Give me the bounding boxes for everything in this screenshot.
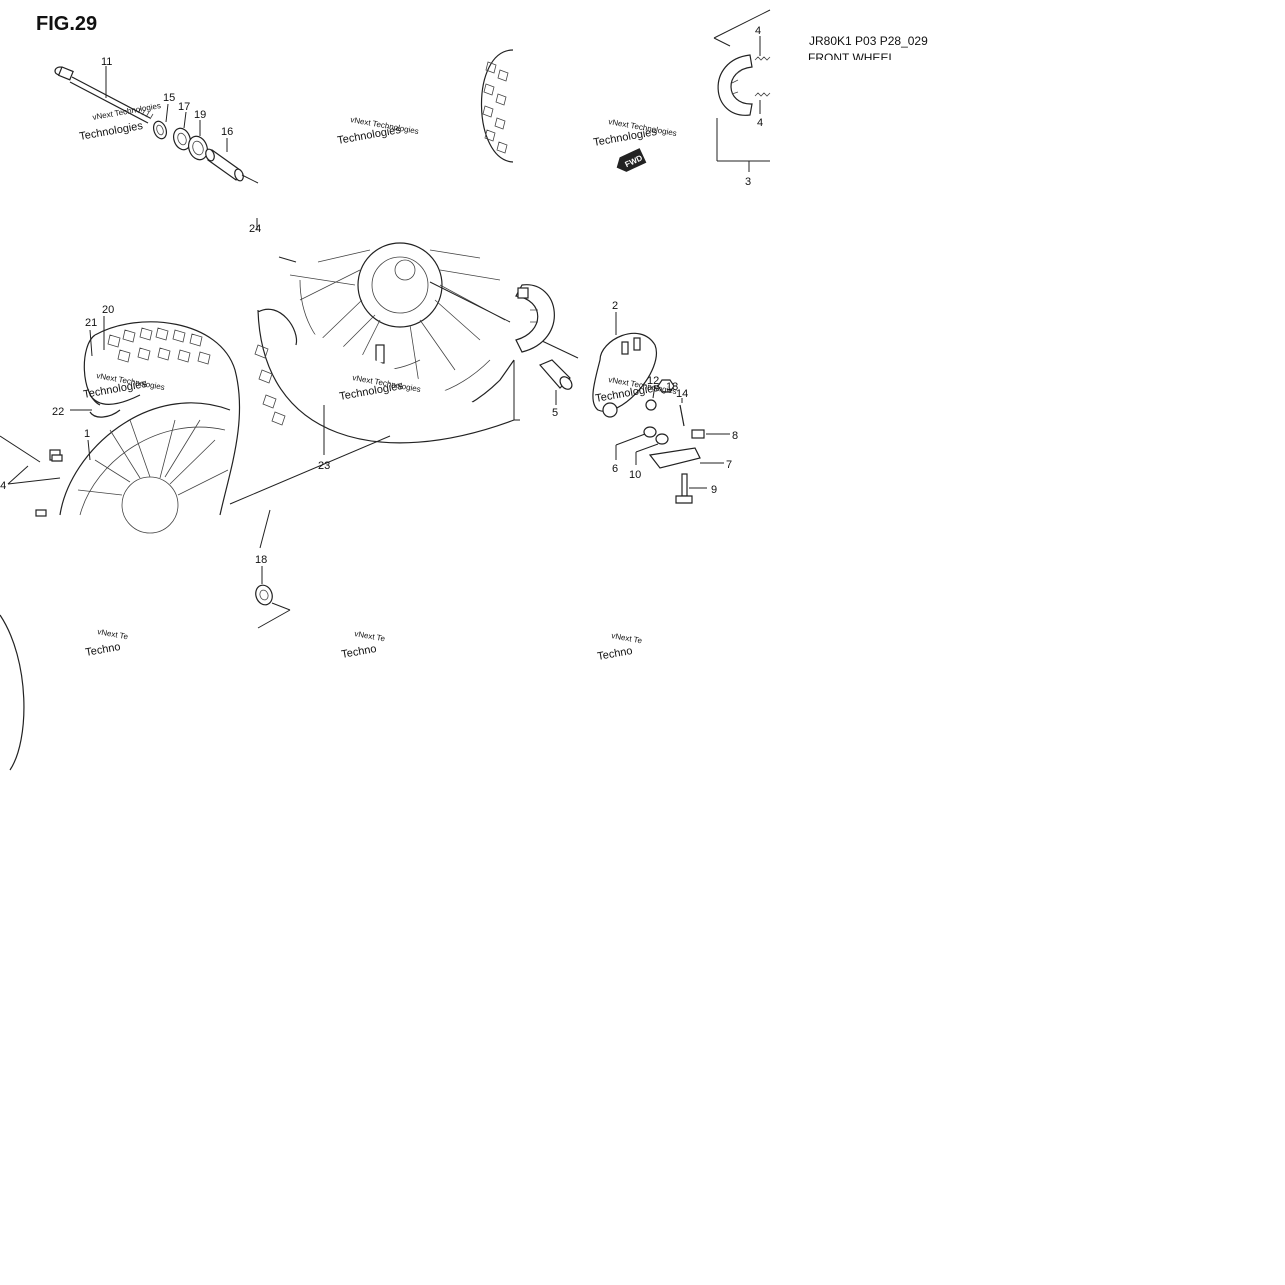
watermark-bg: Techno bbox=[340, 643, 377, 661]
bolt-illustration bbox=[675, 473, 693, 504]
clip-illustration bbox=[691, 429, 705, 439]
axle-illustration bbox=[54, 66, 154, 124]
callout-11: 11 bbox=[101, 56, 112, 68]
callout-10: 10 bbox=[629, 469, 641, 481]
callout-21: 21 bbox=[85, 317, 97, 329]
figure-caption-group: FRONT WHEEL bbox=[808, 51, 895, 65]
brake-shoe-illustration bbox=[515, 284, 555, 353]
washer-12-illustration bbox=[645, 399, 657, 411]
callout-13: 13 bbox=[666, 381, 678, 393]
callout-24-left: 24 bbox=[0, 480, 6, 492]
callout-24-top: 24 bbox=[249, 223, 261, 235]
callout-1: 1 bbox=[84, 428, 90, 440]
callout-9: 9 bbox=[711, 484, 717, 496]
callout-2: 2 bbox=[612, 300, 618, 312]
callout-19: 19 bbox=[194, 109, 206, 121]
callout-18: 18 bbox=[255, 554, 267, 566]
watermark-text: vNext Technologies bbox=[92, 101, 162, 122]
callout-12: 12 bbox=[647, 375, 659, 387]
callout-23: 23 bbox=[318, 460, 330, 472]
oil-seal-illustration bbox=[172, 127, 192, 151]
callout-3: 3 bbox=[745, 176, 751, 188]
figure-title: FIG.29 bbox=[36, 13, 97, 35]
callout-4-bottom: 4 bbox=[757, 117, 763, 129]
watermark-text: vNext Te bbox=[611, 631, 644, 645]
watermark-bg: Techno bbox=[84, 641, 121, 659]
figure-code: JR80K1 P03 P28_029 bbox=[809, 34, 928, 48]
callout-17: 17 bbox=[178, 101, 190, 113]
tire-illustration bbox=[254, 308, 515, 444]
brake-cam-illustration bbox=[539, 359, 573, 390]
collar-illustration bbox=[152, 120, 168, 140]
callout-7: 7 bbox=[726, 459, 732, 471]
nut-13-illustration bbox=[657, 379, 675, 393]
brake-shoe-top-illustration bbox=[717, 54, 771, 116]
callout-8: 8 bbox=[732, 430, 738, 442]
bearing-18-illustration bbox=[255, 584, 273, 606]
washer-10-illustration bbox=[655, 433, 669, 445]
callout-20: 20 bbox=[102, 304, 114, 316]
watermark-bg: Techno bbox=[596, 645, 633, 663]
callout-22: 22 bbox=[52, 406, 64, 418]
wheel-left-illustration bbox=[35, 402, 231, 534]
washer-6-illustration bbox=[643, 426, 657, 438]
callout-5: 5 bbox=[552, 407, 558, 419]
spacer-illustration bbox=[205, 148, 244, 182]
brake-panel-illustration bbox=[592, 332, 658, 418]
callout-labels: 11 15 17 19 16 4 4 3 24 20 21 22 1 24 23… bbox=[0, 25, 763, 566]
callout-14: 14 bbox=[676, 388, 688, 400]
watermark-text: vNext Te bbox=[97, 627, 130, 641]
cotter-pin-illustration bbox=[679, 404, 685, 427]
brake-lever-illustration bbox=[648, 447, 701, 469]
callout-16: 16 bbox=[221, 126, 233, 138]
callout-4-top: 4 bbox=[755, 25, 761, 37]
rim-left-arc bbox=[0, 614, 25, 771]
watermark-text: vNext Te bbox=[354, 629, 387, 643]
watermark-bg: Technologies bbox=[78, 120, 144, 143]
tire-tread-illustration bbox=[480, 49, 514, 163]
bearing-illustration bbox=[187, 135, 209, 161]
callout-6: 6 bbox=[612, 463, 618, 475]
fwd-arrow-icon: FWD bbox=[616, 148, 647, 172]
figure-caption: FRONT WHEEL bbox=[808, 51, 895, 65]
callout-15: 15 bbox=[163, 92, 175, 104]
